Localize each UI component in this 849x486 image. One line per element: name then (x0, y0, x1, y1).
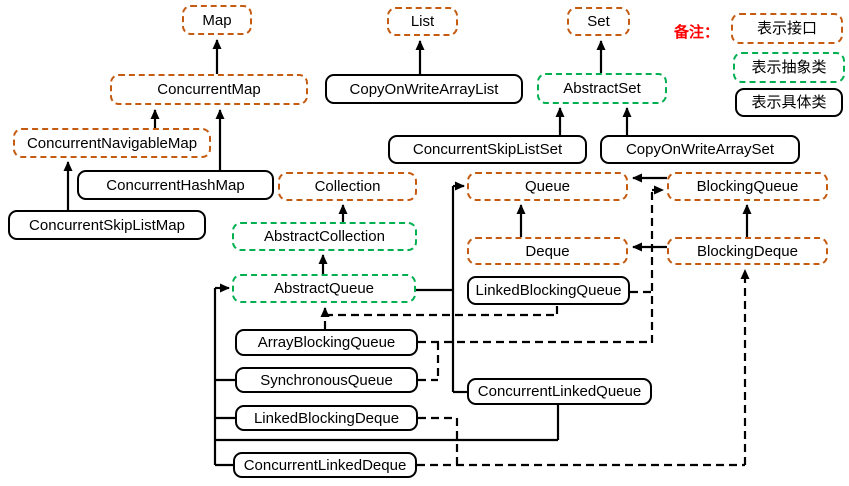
node-abstract-set: AbstractSet (537, 73, 667, 104)
node-deque: Deque (467, 237, 628, 265)
node-concurrent-linked-queue: ConcurrentLinkedQueue (467, 378, 652, 405)
node-list: List (387, 7, 458, 36)
node-synchronous-queue: SynchronousQueue (235, 367, 418, 393)
node-map: Map (182, 5, 252, 35)
node-concurrent-linked-deque: ConcurrentLinkedDeque (233, 452, 417, 478)
node-abstract-collection: AbstractCollection (232, 222, 417, 251)
legend-title: 备注： (674, 24, 720, 41)
legend-abstract-box: 表示抽象类 (733, 52, 845, 83)
node-concurrent-map: ConcurrentMap (110, 74, 308, 105)
node-collection: Collection (278, 172, 417, 201)
solid-edges (63, 39, 752, 467)
dashed-edges (320, 185, 750, 467)
node-abstract-queue: AbstractQueue (232, 274, 416, 303)
node-linked-blocking-deque: LinkedBlockingDeque (235, 405, 418, 431)
legend-interface-box: 表示接口 (731, 13, 843, 44)
node-blocking-queue: BlockingQueue (667, 172, 828, 201)
node-array-blocking-queue: ArrayBlockingQueue (235, 329, 418, 356)
node-queue: Queue (467, 172, 628, 201)
node-blocking-deque: BlockingDeque (667, 237, 828, 265)
node-concurrent-navigable-map: ConcurrentNavigableMap (13, 128, 211, 158)
node-concurrent-skip-list-set: ConcurrentSkipListSet (388, 135, 587, 164)
legend-concrete-box: 表示具体类 (735, 88, 843, 117)
node-set: Set (567, 7, 630, 36)
node-copy-on-write-array-set: CopyOnWriteArraySet (600, 135, 800, 164)
node-linked-blocking-queue: LinkedBlockingQueue (467, 276, 630, 305)
node-concurrent-hash-map: ConcurrentHashMap (77, 170, 274, 200)
node-concurrent-skip-list-map: ConcurrentSkipListMap (8, 210, 206, 240)
node-copy-on-write-array-list: CopyOnWriteArrayList (325, 74, 523, 104)
